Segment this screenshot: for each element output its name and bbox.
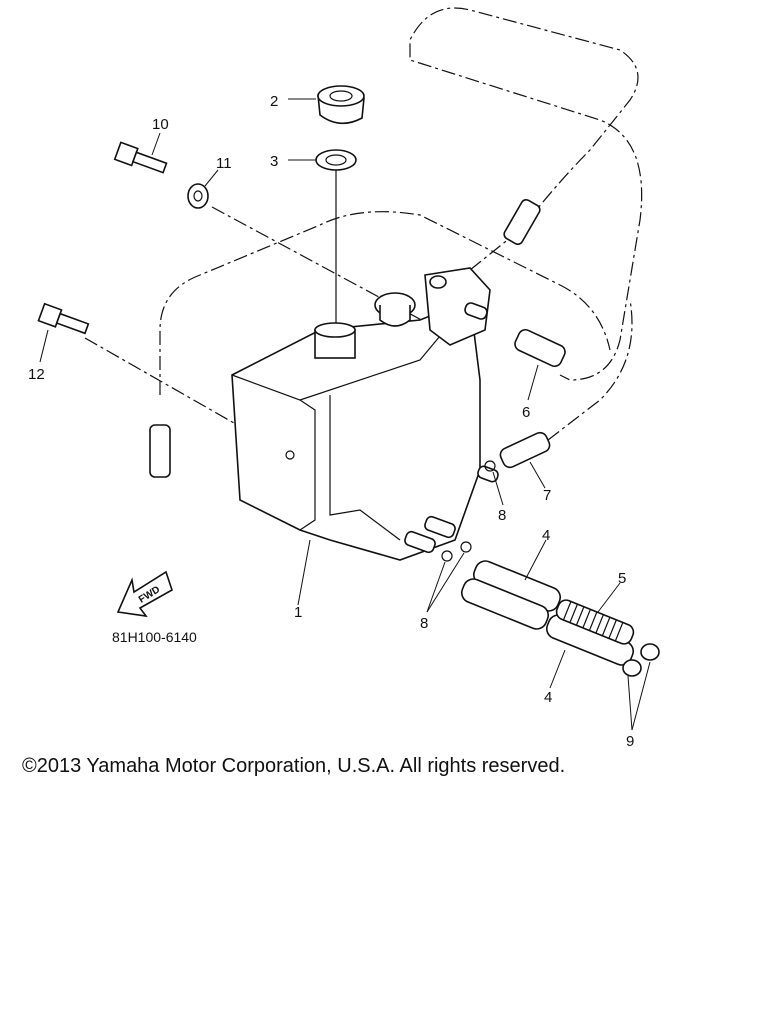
clip-8-b: [441, 550, 453, 562]
drawing-code: 81H100-6140: [112, 629, 197, 645]
callout-7: 7: [543, 487, 551, 504]
bolt-10: [113, 141, 168, 174]
cap-gasket: [315, 149, 357, 171]
oil-hose-lower: [547, 299, 633, 441]
oil-tank: [231, 267, 499, 561]
callout-6: 6: [522, 404, 530, 421]
hose-7: [499, 431, 551, 469]
clip-9: [622, 643, 660, 677]
tank-outline-hose: [159, 211, 611, 395]
copyright-notice: ©2013 Yamaha Motor Corporation, U.S.A. A…: [22, 755, 566, 777]
hose-upper-right: [503, 198, 541, 246]
hose-4-lower: [460, 578, 550, 630]
leader-4a: [524, 539, 547, 581]
oil-tank-cap: [317, 85, 365, 125]
clip-8-a: [484, 460, 496, 472]
leader-6: [527, 364, 539, 401]
leader-5: [597, 582, 621, 613]
hose-left: [149, 424, 171, 478]
leader-9-2: [631, 661, 651, 731]
callout-10: 10: [152, 116, 169, 133]
guide-line-bolt-12: [84, 337, 291, 456]
spring-5: [555, 599, 635, 645]
leader-8a: [492, 471, 504, 506]
hose-6: [514, 328, 566, 368]
leader-8b-1: [426, 561, 446, 613]
forward-arrow-icon: FWD: [116, 570, 173, 618]
callout-11: 11: [216, 155, 232, 172]
washer-11: [187, 183, 209, 209]
leader-8b-2: [426, 552, 465, 613]
leader-9-1: [627, 675, 633, 731]
leader-7: [529, 461, 546, 489]
callout-1: 1: [294, 604, 302, 621]
callout-4b: 4: [544, 689, 552, 706]
callout-8b: 8: [420, 615, 428, 632]
clip-8-c: [460, 541, 472, 553]
leader-1: [297, 539, 311, 606]
callout-5: 5: [618, 570, 626, 587]
parts-diagram: FWD 2 3 10 11 12 1 6 7 8 8 4 5 4 9 81H10…: [28, 7, 660, 750]
leader-10: [151, 132, 161, 156]
leader-4b: [549, 649, 566, 689]
bolt-12: [37, 302, 90, 335]
callout-2: 2: [270, 93, 278, 110]
leader-12: [39, 329, 49, 363]
guide-line-washer-11: [211, 206, 441, 331]
callout-3: 3: [270, 153, 278, 170]
callout-9: 9: [626, 733, 634, 750]
callout-4a: 4: [542, 527, 550, 544]
leader-11: [204, 169, 219, 187]
oil-hose-loop: [409, 7, 643, 381]
callout-12: 12: [28, 366, 45, 383]
callout-8a: 8: [498, 507, 506, 524]
